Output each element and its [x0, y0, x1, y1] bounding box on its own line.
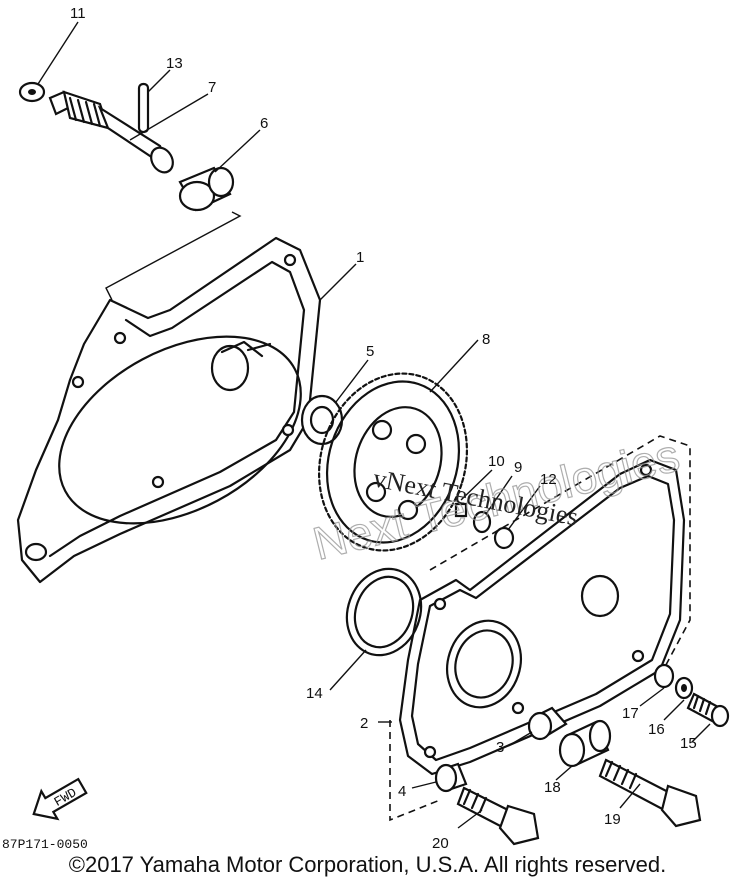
callout-19: 19 [604, 811, 621, 828]
callout-18: 18 [544, 779, 561, 796]
part-8-gear [317, 339, 479, 552]
callout-11: 11 [70, 5, 86, 22]
part-1-cover [16, 236, 357, 584]
part-16-lock-washer [663, 676, 694, 721]
part-17-washer [639, 663, 675, 707]
part-15-bolt [686, 692, 730, 743]
part-4-collar [411, 762, 468, 793]
callout-6: 6 [260, 115, 268, 132]
callout-2: 2 [360, 715, 368, 732]
part-20-bolt [456, 786, 540, 846]
part-11-washer [18, 21, 79, 103]
part-13-pin [137, 69, 171, 134]
part-10-key [454, 469, 493, 518]
callout-17: 17 [622, 705, 639, 722]
part-3-collar [507, 706, 568, 747]
part-9-washer [472, 475, 513, 534]
callout-5: 5 [366, 343, 374, 360]
watermark: Next Technologies vNext Technologies [307, 428, 685, 570]
part-2-housing [378, 435, 691, 822]
part-19-bolt [598, 758, 702, 828]
callout-7: 7 [208, 79, 216, 96]
part-7-worm-shaft [48, 90, 209, 174]
callout-12: 12 [540, 471, 557, 488]
callout-10: 10 [488, 453, 505, 470]
callout-3: 3 [496, 739, 504, 756]
part-12-circlip [493, 485, 541, 550]
part-18-collar [555, 719, 612, 781]
part-14-o-ring [329, 567, 423, 691]
copyright-notice: ©2017 Yamaha Motor Corporation, U.S.A. A… [68, 852, 667, 877]
callout-9: 9 [514, 459, 522, 476]
callout-8: 8 [482, 331, 490, 348]
part-code: 87P171-0050 [2, 837, 88, 852]
fwd-arrow-icon: FWD [32, 777, 88, 821]
callout-20: 20 [432, 835, 449, 852]
callout-14: 14 [306, 685, 323, 702]
callout-16: 16 [648, 721, 665, 738]
part-6-bushing [178, 129, 261, 212]
callout-labels: 11 13 7 6 1 5 8 10 9 12 14 2 17 16 15 3 … [70, 5, 697, 852]
callout-4: 4 [398, 783, 406, 800]
callout-1: 1 [356, 249, 364, 266]
callout-15: 15 [680, 735, 697, 752]
callout-13: 13 [166, 55, 183, 72]
